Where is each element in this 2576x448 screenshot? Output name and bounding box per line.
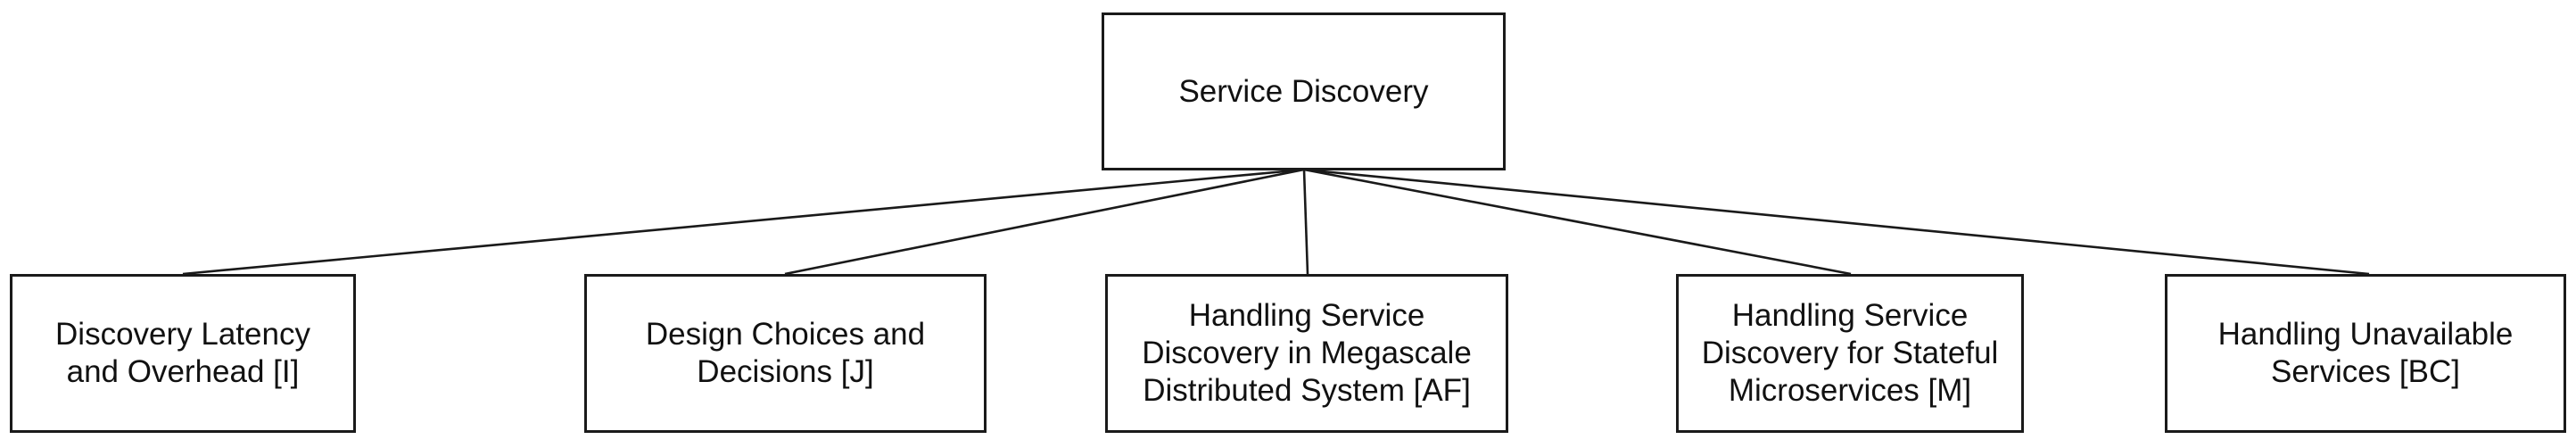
edge-root-to-child-5 [1303,168,2370,276]
child-node-label: Design Choices and Decisions [J] [645,317,926,389]
child-node-label: Discovery Latency and Overhead [I] [55,317,310,389]
root-node: Service Discovery [1102,12,1506,170]
child-node-label: Handling Service Discovery in Megascale … [1142,298,1472,408]
edge-root-to-child-2 [784,168,1305,276]
edge-root-to-child-3 [1302,169,1309,275]
child-node-label: Handling Service Discovery for Stateful … [1701,298,1999,408]
child-node-stateful-microservices: Handling Service Discovery for Stateful … [1676,274,2024,433]
child-node-label: Handling Unavailable Services [BC] [2217,317,2514,389]
child-node-unavailable-services: Handling Unavailable Services [BC] [2165,274,2566,433]
child-node-megascale-distributed: Handling Service Discovery in Megascale … [1105,274,1508,433]
edge-root-to-child-1 [182,168,1305,276]
root-node-label: Service Discovery [1178,73,1429,109]
child-node-discovery-latency: Discovery Latency and Overhead [I] [10,274,356,433]
child-node-design-choices: Design Choices and Decisions [J] [584,274,987,433]
edge-root-to-child-4 [1303,168,1852,276]
